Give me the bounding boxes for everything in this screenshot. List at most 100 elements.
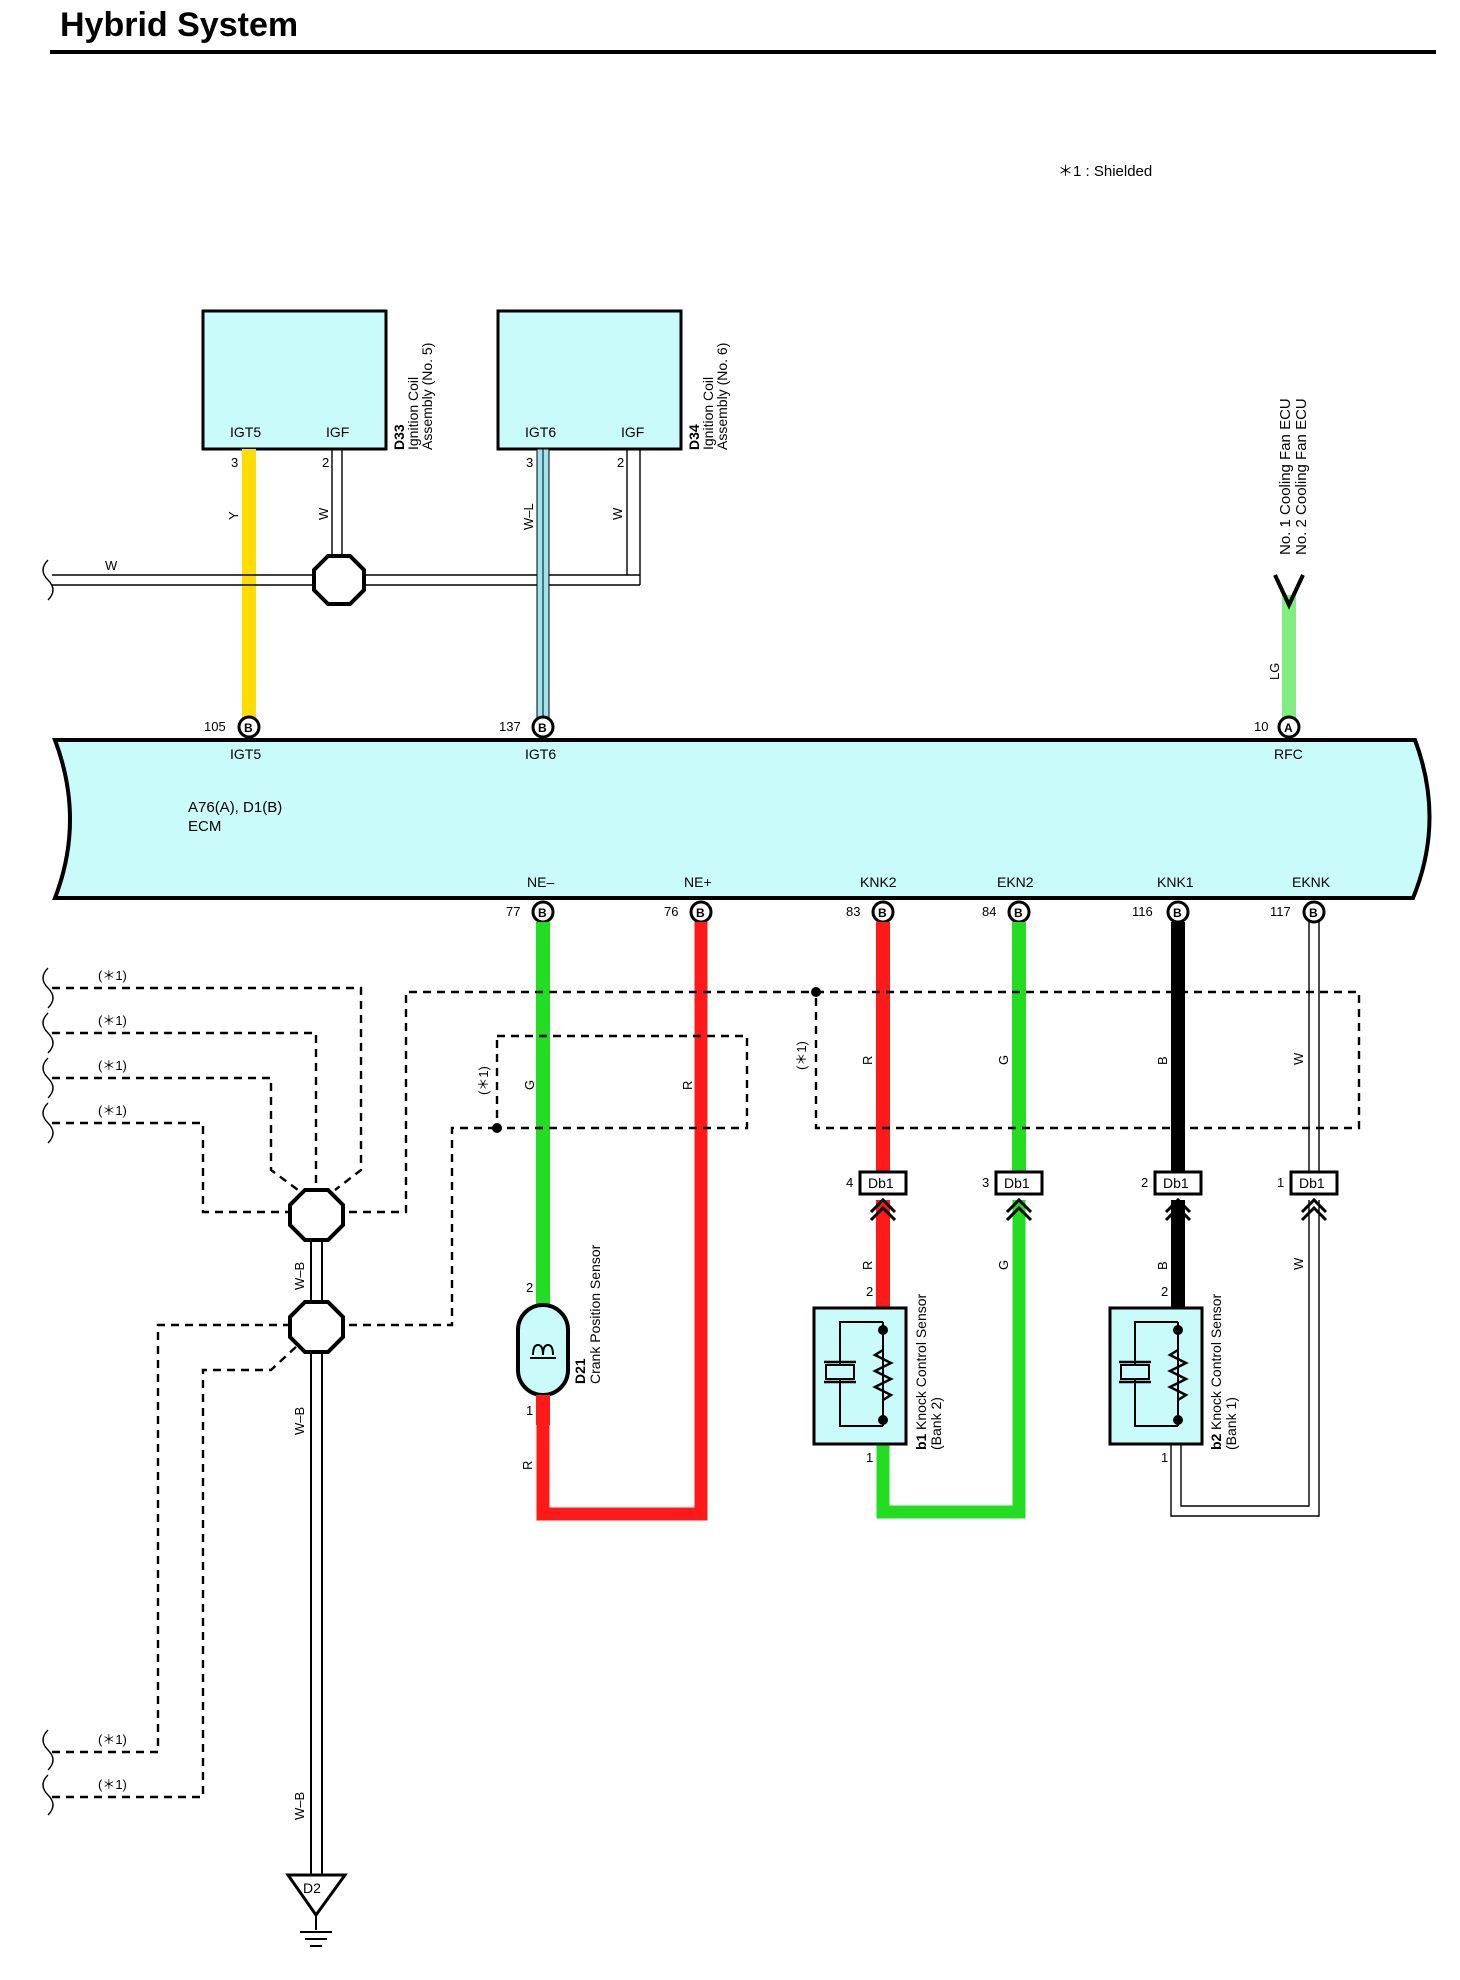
- d34-pin-num-3: 3: [526, 455, 533, 470]
- connector-db1-3-arrow: [1005, 1197, 1033, 1222]
- ecm-pin-ne-plus: NE+ 76 B: [664, 874, 713, 924]
- wire-code-crank-bottom: R: [520, 1461, 535, 1470]
- ground-d2-label: D2: [303, 1880, 321, 1896]
- shield-line-2: [52, 1031, 318, 1190]
- wire-crank-bottom-red: [536, 1395, 550, 1425]
- knock-sensor-bank2-symbol: [824, 1321, 894, 1427]
- d34-pin-num-2: 2: [617, 455, 624, 470]
- wire-code-igt5: Y: [226, 511, 241, 520]
- ecm-pin-knk2-label: KNK2: [860, 874, 897, 890]
- knock-bank1-name-1: Knock Control Sensor: [1208, 1293, 1224, 1430]
- d33-name-2: Assembly (No. 5): [419, 343, 435, 450]
- ecm-pin-knk1-label: KNK1: [1157, 874, 1194, 890]
- wire-break-6: [42, 1774, 54, 1816]
- d33-pin-igt5: IGT5: [230, 424, 261, 440]
- wire-code-eknk-bot: W: [1291, 1257, 1306, 1270]
- connector-db1-1-arrow: [1300, 1197, 1328, 1222]
- knock-bank2-pin-bottom: 1: [866, 1450, 873, 1465]
- wire-break-4: [42, 1102, 54, 1144]
- ecm-name: ECM: [188, 818, 221, 835]
- connector-db1-4-box: [858, 1170, 908, 1196]
- wire-code-left-w: W: [105, 558, 118, 573]
- ecm-pin-igt5-num: 105: [204, 719, 226, 734]
- ecm-pin-ne-minus-conn: B: [538, 906, 547, 920]
- wire-code-knk2-bot: R: [860, 1261, 875, 1270]
- knock-bank1-name-2: (Bank 1): [1223, 1397, 1239, 1450]
- splice-junction-1: [288, 1188, 345, 1242]
- connector-db1-2-box: [1153, 1170, 1203, 1196]
- d33-pin-igf: IGF: [326, 424, 349, 440]
- wire-code-igt6: W–L: [521, 503, 536, 530]
- wire-code-igf5: W: [316, 507, 331, 520]
- connector-db1-1: 1 Db1: [1277, 1170, 1339, 1222]
- wire-code-rfc: LG: [1267, 663, 1282, 680]
- knock-bank1-pin-top: 2: [1161, 1284, 1168, 1299]
- d34-id: D34: [686, 424, 702, 450]
- wire-code-ground-2: W–B: [292, 1407, 307, 1435]
- wire-ekn2-green-bottom: [876, 1200, 1026, 1519]
- ecm-connectors: A76(A), D1(B): [188, 799, 282, 816]
- d34-pin-igf: IGF: [621, 424, 644, 440]
- ecm-pin-knk1: KNK1 116 B: [1132, 874, 1194, 924]
- crank-sensor-id: D21: [572, 1358, 588, 1384]
- shield-line-6: [335, 1126, 497, 1327]
- connector-db1-4-pin: 4: [846, 1175, 853, 1190]
- knock-sensor-bank1-label: b2 Knock Control Sensor (Bank 1): [1208, 1293, 1239, 1450]
- ecm-pin-ekn2-conn: B: [1014, 906, 1023, 920]
- connector-db1-4-arrow: [869, 1197, 897, 1222]
- shield-line-3: [52, 1076, 299, 1191]
- ecm-pin-igt6-conn: B: [538, 721, 547, 735]
- ecm-pin-ne-plus-conn: B: [696, 906, 705, 920]
- connector-db1-3-label: Db1: [1004, 1175, 1030, 1191]
- knock-bank1-id: b2: [1208, 1433, 1224, 1450]
- wire-code-ekn2-bot: G: [996, 1260, 1011, 1270]
- wire-code-ground-1: W–B: [292, 1262, 307, 1290]
- ecm-pin-knk2: KNK2 83 B: [846, 874, 897, 924]
- ecm-pin-ne-minus: NE– 77 B: [506, 874, 555, 924]
- d33-label: D33 Ignition Coil Assembly (No. 5): [391, 343, 435, 450]
- splice-junction-2: [288, 1300, 345, 1354]
- connector-db1-4-label: Db1: [868, 1175, 894, 1191]
- ecm-pin-igt5: 105 B IGT5: [204, 715, 261, 762]
- connector-db1-2-label: Db1: [1163, 1175, 1189, 1191]
- shield-box-crank: [495, 1034, 749, 1130]
- ecm-pin-ekn2-num: 84: [982, 904, 996, 919]
- ecm-pin-igt5-conn: B: [244, 721, 253, 735]
- ecm-pin-ne-minus-num: 77: [506, 904, 520, 919]
- wire-code-ne-plus: R: [680, 1081, 695, 1090]
- shield-label-2: (＊1): [98, 1013, 127, 1028]
- ecm-pin-igt5-label: IGT5: [230, 746, 261, 762]
- wire-eknk-w-bottom-b: [1170, 1200, 1320, 1517]
- crank-sensor-coil-icon: [532, 1343, 554, 1356]
- ecm-pin-eknk: EKNK 117 B: [1270, 874, 1331, 924]
- wire-knk2-red-top: [876, 922, 890, 1172]
- shield-label-8: (＊1): [98, 1777, 127, 1792]
- d34-ignition-coil-box: [496, 309, 683, 451]
- connector-db1-1-box: [1289, 1170, 1339, 1196]
- connector-db1-1-pin: 1: [1277, 1175, 1284, 1190]
- cooling-fan-ecu-1: No. 1 Cooling Fan ECU: [1277, 398, 1294, 555]
- wire-break-1: [42, 967, 54, 1009]
- connector-db1-3-box: [994, 1170, 1044, 1196]
- shield-junction-dot-left: [492, 1123, 502, 1133]
- shield-label-7: (＊1): [98, 1732, 127, 1747]
- connector-db1-2-arrow: [1164, 1197, 1192, 1222]
- ecm-pin-rfc-label: RFC: [1274, 746, 1303, 762]
- ecm-box: [52, 738, 1432, 900]
- wire-knk1-black-bottom: [1171, 1200, 1185, 1310]
- wire-code-igf6: W: [610, 507, 625, 520]
- shield-line-7: [52, 1323, 298, 1754]
- ecm-pin-igt6-num: 137: [499, 719, 521, 734]
- wire-break-2: [42, 1012, 54, 1054]
- ground-d2-triangle: [285, 1873, 348, 1918]
- knock-bank2-id: b1: [913, 1433, 929, 1450]
- shield-line-4: [52, 1121, 298, 1214]
- wire-code-eknk-top: W: [1291, 1052, 1306, 1065]
- ecm-pin-knk2-conn: B: [878, 906, 887, 920]
- crank-pin-bottom: 1: [526, 1403, 533, 1418]
- shield-note: ＊1 : Shielded: [1058, 163, 1152, 180]
- shield-label-knock: (＊1): [794, 1041, 809, 1070]
- ecm-pin-rfc-num: 10: [1254, 719, 1268, 734]
- knock-bank1-pin-bottom: 1: [1161, 1450, 1168, 1465]
- ecm-pin-ekn2-label: EKN2: [997, 874, 1034, 890]
